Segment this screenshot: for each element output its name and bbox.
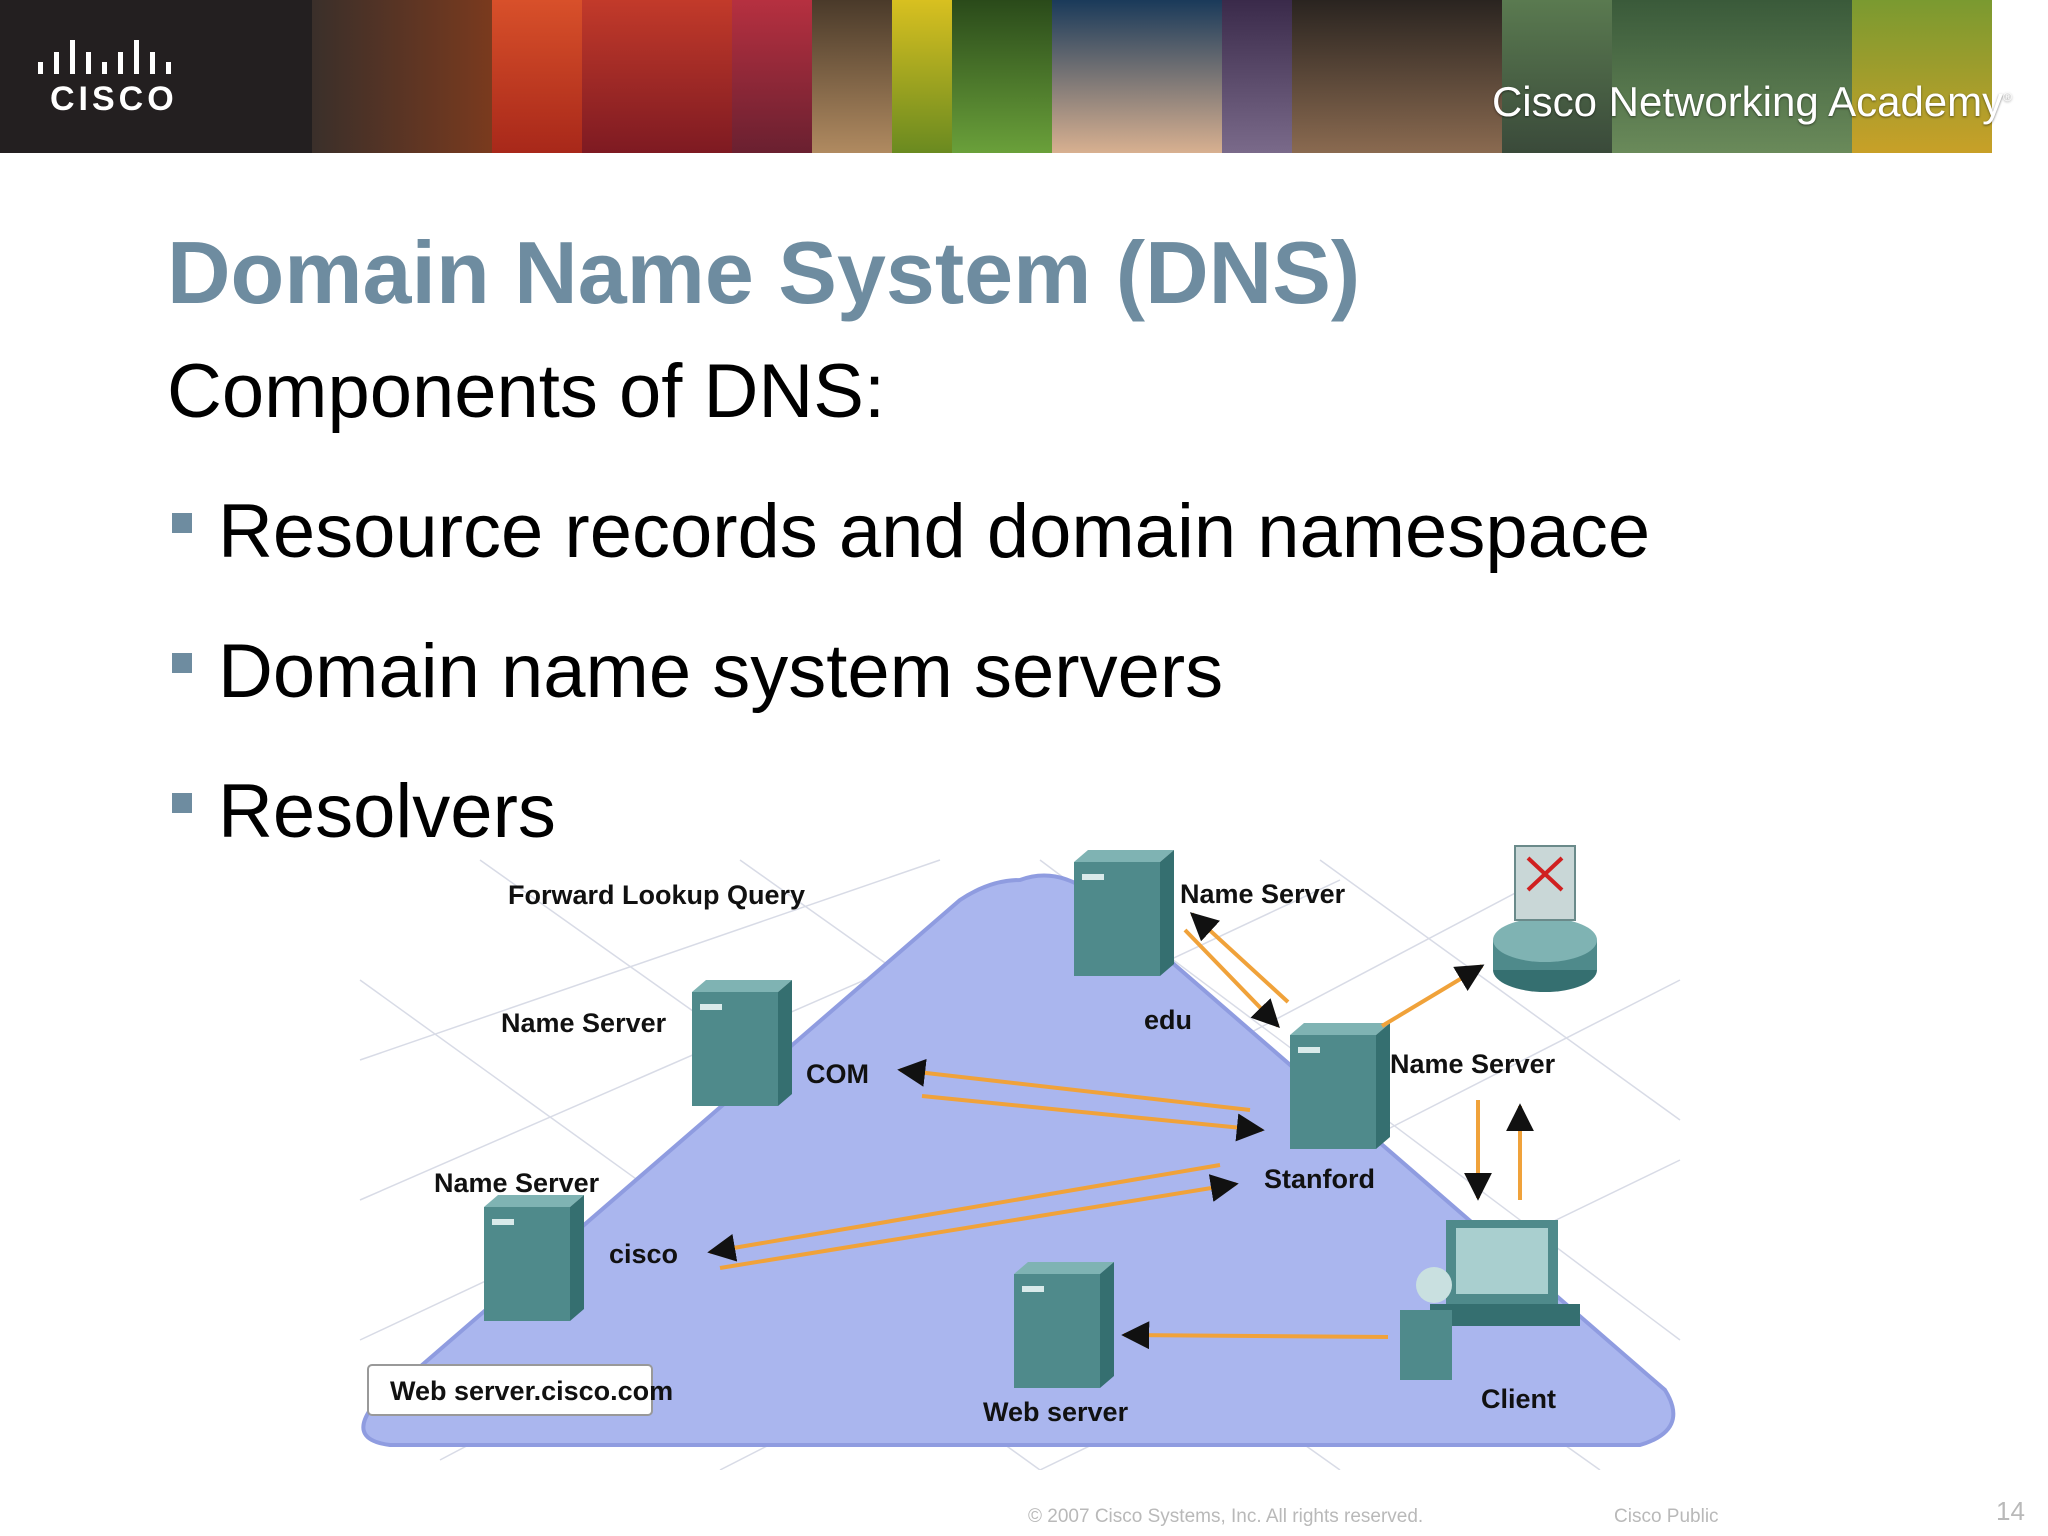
footer-copyright: © 2007 Cisco Systems, Inc. All rights re… bbox=[1028, 1506, 1424, 1527]
cisco-bars-icon bbox=[38, 40, 171, 74]
academy-name: Cisco Networking Academy® bbox=[1492, 78, 2012, 126]
dns-diagram: Forward Lookup Query Name Server edu Nam… bbox=[359, 845, 1681, 1470]
footer-classification: Cisco Public bbox=[1614, 1506, 1719, 1527]
query-arrows bbox=[707, 912, 1534, 1350]
client-computer-icon bbox=[1400, 1220, 1580, 1380]
academy-text: Cisco Networking Academy bbox=[1491, 78, 2004, 125]
query-title: Forward Lookup Query bbox=[508, 880, 805, 910]
web-server-icon bbox=[1014, 1262, 1114, 1388]
cisco-name-server-icon bbox=[484, 1195, 584, 1321]
bullet-marker bbox=[172, 513, 192, 533]
label-cisco: cisco bbox=[609, 1239, 678, 1269]
header-banner: CISCO Cisco Networking Academy® bbox=[0, 0, 2048, 153]
slide-title: Domain Name System (DNS) bbox=[167, 223, 1361, 322]
label-ns-stanford: Name Server bbox=[1390, 1049, 1556, 1079]
slide-subtitle: Components of DNS: bbox=[167, 349, 886, 434]
page-number: 14 bbox=[1996, 1496, 2025, 1526]
query-box: Web server.cisco.com bbox=[367, 1364, 673, 1416]
router-icon bbox=[1493, 845, 1597, 992]
label-stanford: Stanford bbox=[1264, 1164, 1375, 1194]
stanford-name-server-icon bbox=[1290, 1023, 1390, 1149]
label-ns-edu: Name Server bbox=[1180, 879, 1346, 909]
label-client: Client bbox=[1481, 1384, 1556, 1414]
query-box-text: Web server.cisco.com bbox=[390, 1376, 673, 1406]
label-edu: edu bbox=[1144, 1005, 1192, 1035]
bullet-marker bbox=[172, 793, 192, 813]
bullet-item: Resource records and domain namespace bbox=[218, 489, 1651, 574]
bullet-item: Resolvers bbox=[218, 769, 556, 854]
label-ns-cisco: Name Server bbox=[434, 1168, 600, 1198]
cisco-logo: CISCO bbox=[0, 0, 312, 153]
bullet-marker bbox=[172, 653, 192, 673]
com-name-server-icon bbox=[692, 980, 792, 1106]
bullet-item: Domain name system servers bbox=[218, 629, 1224, 714]
label-ns-com: Name Server bbox=[501, 1008, 667, 1038]
edu-name-server-icon bbox=[1074, 850, 1174, 976]
logo-wordmark: CISCO bbox=[50, 80, 178, 118]
label-com: COM bbox=[806, 1059, 869, 1089]
label-web-server: Web server bbox=[983, 1397, 1129, 1427]
registered-mark: ® bbox=[2003, 90, 2012, 104]
